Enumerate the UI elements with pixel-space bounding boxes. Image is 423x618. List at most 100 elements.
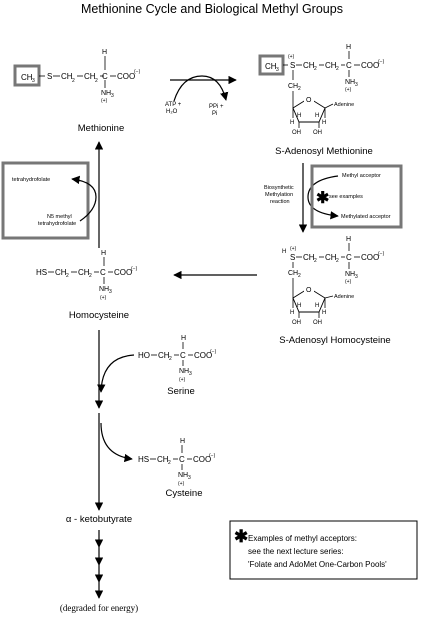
svg-text:(+): (+) [345, 87, 352, 93]
cysteine-structure: HS CH 2 H C COO (−) NH 3 (+) [138, 438, 216, 487]
svg-text:C: C [179, 455, 185, 464]
sah-label: S-Adenosyl Homocysteine [279, 335, 390, 346]
svg-text:H: H [297, 303, 301, 309]
svg-text:H: H [346, 236, 351, 243]
svg-text:H: H [181, 335, 186, 342]
homocysteine-label: Homocysteine [69, 310, 129, 321]
svg-text:C: C [346, 253, 352, 262]
cysteine-branch-arrow [100, 422, 133, 463]
svg-text:(+): (+) [345, 279, 352, 285]
homocysteine-structure: HS CH 2 CH 2 H C COO (−) NH 3 (+) [36, 250, 138, 301]
asterisk-icon: ✱ [316, 190, 329, 207]
svg-text:H: H [282, 249, 286, 255]
svg-text:CH: CH [78, 268, 90, 277]
svg-text:C: C [346, 61, 352, 70]
methyl-acceptor-box: Methyl acceptor ✱ see examples Methylate… [310, 164, 403, 229]
svg-text:(−): (−) [209, 453, 216, 459]
svg-text:O: O [306, 97, 312, 104]
svg-text:H: H [346, 44, 351, 51]
svg-text:CH: CH [55, 268, 67, 277]
svg-text:2: 2 [89, 273, 92, 279]
svg-text:C: C [102, 72, 108, 81]
svg-text:CH: CH [303, 253, 315, 262]
svg-text:CH: CH [325, 253, 337, 262]
svg-text:H: H [180, 438, 185, 445]
svg-text:2: 2 [336, 258, 339, 264]
svg-text:tetrahydrofolate: tetrahydrofolate [38, 221, 76, 227]
svg-text:CH: CH [84, 72, 96, 81]
asterisk-icon: ✱ [234, 527, 248, 546]
svg-text:Biosynthetic: Biosynthetic [264, 185, 294, 191]
svg-text:H: H [322, 310, 326, 316]
svg-text:'Folate and AdoMet One-Carbon: 'Folate and AdoMet One-Carbon Pools' [248, 560, 387, 569]
svg-text:2: 2 [72, 78, 75, 84]
svg-text:H: H [297, 113, 301, 119]
svg-text:reaction: reaction [270, 199, 290, 205]
svg-text:CH: CH [288, 270, 298, 277]
svg-text:Adenine: Adenine [334, 294, 354, 300]
svg-text:COO: COO [361, 61, 379, 70]
svg-text:S: S [47, 72, 52, 81]
svg-text:NH: NH [99, 286, 109, 293]
svg-text:see examples: see examples [329, 194, 363, 200]
svg-text:3: 3 [109, 289, 112, 295]
svg-text:H: H [315, 303, 319, 309]
svg-text:NH: NH [345, 79, 355, 86]
svg-text:Methylation: Methylation [265, 192, 293, 198]
svg-text:O: O [306, 287, 312, 294]
svg-text:Examples of methyl acceptors:: Examples of methyl acceptors: [248, 534, 357, 543]
svg-text:OH: OH [292, 320, 301, 326]
svg-text:3: 3 [188, 475, 191, 481]
svg-text:2: 2 [314, 258, 317, 264]
page-title: Methionine Cycle and Biological Methyl G… [81, 2, 343, 16]
svg-text:2: 2 [336, 66, 339, 72]
svg-text:H: H [290, 310, 294, 316]
svg-text:(−): (−) [378, 251, 385, 257]
svg-text:ATP +: ATP + [165, 102, 182, 108]
svg-text:(−): (−) [210, 349, 217, 355]
svg-text:COO: COO [361, 253, 379, 262]
sah-structure: H (+) S CH 2 CH 2 H C COO (−) NH 3 (+) C… [282, 236, 385, 326]
svg-text:HS: HS [36, 268, 47, 277]
svg-text:2: 2 [298, 273, 301, 279]
serine-structure: HO CH 2 H C COO (−) NH 3 (+) [138, 335, 217, 383]
svg-text:HO: HO [138, 351, 150, 360]
svg-text:NH: NH [101, 90, 111, 97]
svg-text:CH: CH [158, 351, 170, 360]
svg-text:2: 2 [169, 356, 172, 362]
svg-text:2: 2 [168, 460, 171, 466]
svg-text:3: 3 [355, 274, 358, 280]
svg-text:S: S [290, 253, 295, 262]
methyl-group-box [13, 64, 41, 87]
svg-text:3: 3 [276, 67, 279, 73]
svg-text:2: 2 [314, 66, 317, 72]
svg-text:(+): (+) [178, 481, 185, 487]
svg-text:COO: COO [194, 351, 212, 360]
svg-text:S: S [290, 61, 295, 70]
svg-text:see the next lecture series:: see the next lecture series: [248, 547, 344, 556]
svg-text:2: 2 [95, 78, 98, 84]
ketobutyrate-label: α - ketobutyrate [66, 514, 132, 525]
svg-text:3: 3 [111, 93, 114, 99]
svg-text:Methyl acceptor: Methyl acceptor [342, 173, 381, 179]
serine-join-arrow [97, 354, 135, 393]
svg-text:Pi: Pi [212, 111, 217, 117]
svg-text:tetrahydrofolate: tetrahydrofolate [12, 177, 50, 183]
svg-text:(+): (+) [290, 246, 297, 252]
svg-text:C: C [100, 268, 106, 277]
svg-text:(+): (+) [288, 54, 295, 60]
svg-text:HS: HS [138, 455, 149, 464]
methionine-label: Methionine [78, 123, 124, 134]
svg-text:H: H [315, 113, 319, 119]
atp-reaction-arrow: ATP + H₂O PPi + Pi [165, 75, 237, 117]
methyl-acceptor-note: ✱ Examples of methyl acceptors: see the … [229, 520, 418, 580]
svg-text:H: H [102, 49, 107, 56]
svg-text:OH: OH [313, 320, 322, 326]
svg-text:2: 2 [298, 86, 301, 92]
sam-structure: CH 3 (+) S CH 2 CH 2 H C COO (−) NH 3 (+… [258, 44, 385, 136]
cysteine-label: Cysteine [166, 488, 203, 499]
svg-text:CH: CH [303, 61, 315, 70]
svg-text:Adenine: Adenine [334, 102, 354, 108]
svg-text:CH: CH [61, 72, 73, 81]
svg-text:(+): (+) [100, 295, 107, 301]
